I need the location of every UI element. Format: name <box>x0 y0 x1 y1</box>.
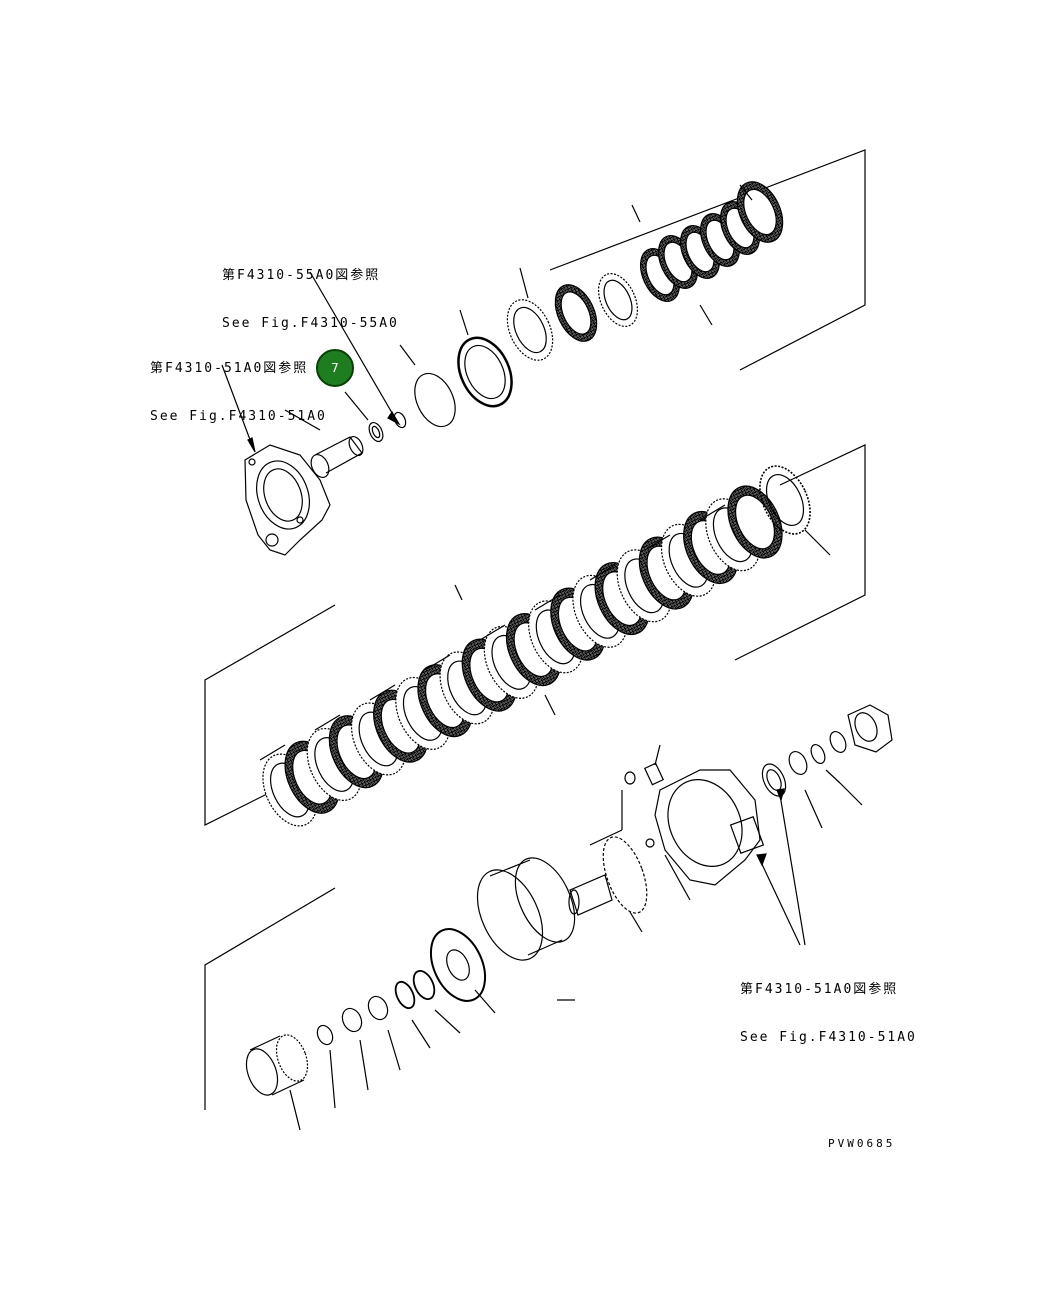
carrier-housing <box>645 769 765 901</box>
leader-line <box>544 694 556 716</box>
reference-label-51a0-right-jp: 第F4310-51A0図参照 <box>740 982 899 997</box>
reference-label-55a0-jp: 第F4310-55A0図参照 <box>222 268 381 283</box>
top-group-bracket <box>549 149 866 371</box>
bearing-and-retainer <box>761 704 893 829</box>
leader-line <box>699 304 713 326</box>
reference-label-51a0-left[interactable]: 第F4310-51A0図参照 See Fig.F4310-51A0 <box>150 329 327 457</box>
bottom-group-bracket <box>204 887 336 1110</box>
drawing-code: PVW0685 <box>828 1137 896 1150</box>
part-callout-7[interactable]: 7 <box>316 349 354 387</box>
reference-label-55a0[interactable]: 第F4310-55A0図参照 See Fig.F4310-55A0 <box>222 236 399 364</box>
leader-line <box>644 534 671 551</box>
top-disc <box>597 273 639 327</box>
leader-line <box>534 594 561 611</box>
reference-label-51a0-left-en: See Fig.F4310-51A0 <box>150 409 327 424</box>
shaft-flange <box>568 836 648 933</box>
clutch-hub <box>245 1034 309 1131</box>
reference-label-51a0-right-en: See Fig.F4310-51A0 <box>740 1030 917 1045</box>
leader-line <box>369 684 396 701</box>
leader-line <box>699 504 726 521</box>
middle-end-plate <box>759 465 831 556</box>
bolt <box>589 744 665 846</box>
leader-line <box>479 624 506 641</box>
middle-disc <box>660 523 717 597</box>
callout-leader <box>344 391 369 421</box>
middle-clutch-discs <box>259 485 783 827</box>
top-disc <box>506 299 554 361</box>
leader-line <box>424 654 451 671</box>
leader-line <box>519 267 529 299</box>
reference-leaders <box>221 271 806 946</box>
reference-label-55a0-en: See Fig.F4310-55A0 <box>222 316 399 331</box>
reference-label-51a0-left-jp: 第F4310-51A0図参照 <box>150 361 309 376</box>
leader-line <box>739 184 753 201</box>
snap-ring <box>399 344 456 428</box>
top-disc <box>736 181 784 243</box>
leader-line <box>259 744 286 761</box>
pressure-plate <box>457 309 513 408</box>
front-housing <box>244 444 331 556</box>
sleeve <box>284 409 364 478</box>
top-disc <box>554 284 598 342</box>
leader-line <box>454 584 463 601</box>
bottom-rings <box>316 969 461 1109</box>
leader-line <box>314 714 341 731</box>
top-clutch-discs <box>506 181 784 361</box>
reference-label-51a0-right[interactable]: 第F4310-51A0図参照 See Fig.F4310-51A0 <box>740 950 917 1078</box>
small-rings <box>368 411 407 443</box>
leader-line <box>631 204 641 223</box>
ring-gear <box>476 857 576 1001</box>
leader-line <box>589 564 616 581</box>
piston <box>429 928 496 1014</box>
